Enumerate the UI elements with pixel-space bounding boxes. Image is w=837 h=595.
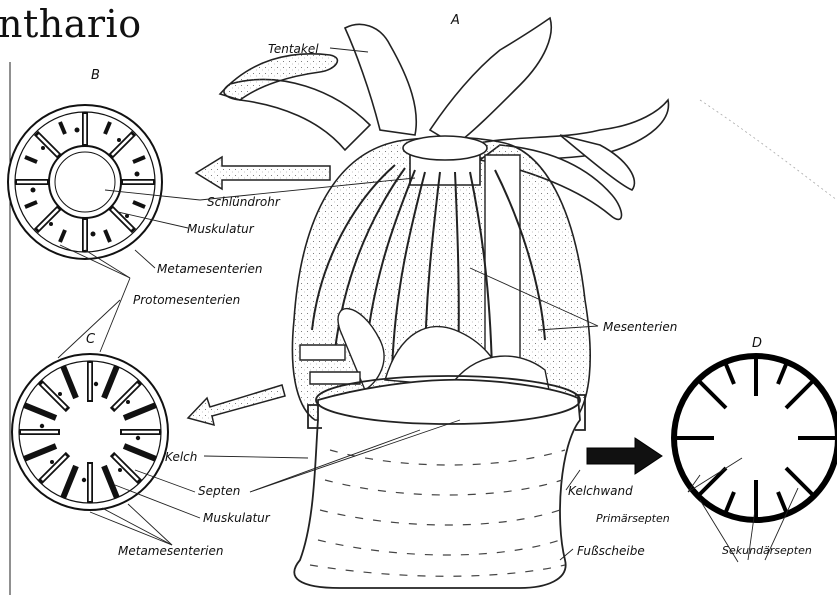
arrow-to-b bbox=[196, 157, 330, 189]
label-muskulatur-b: Muskulatur bbox=[187, 222, 254, 236]
label-muskulatur-c: Muskulatur bbox=[203, 511, 270, 525]
arrow-to-d bbox=[587, 438, 662, 474]
label-protomesenterien: Protomesenterien bbox=[133, 293, 240, 307]
label-septen: Septen bbox=[198, 484, 240, 498]
kelch-cup bbox=[294, 376, 585, 588]
faint-line bbox=[700, 100, 837, 200]
label-mesenterien: Mesenterien bbox=[603, 320, 677, 334]
label-schlundrohr: Schlündrohr bbox=[207, 195, 280, 209]
cross-section-c bbox=[12, 354, 168, 510]
label-metamesenterien-c: Metamesenterien bbox=[118, 544, 223, 558]
panel-letter-d: D bbox=[752, 336, 762, 351]
label-sekundaersepten: Sekundärsepten bbox=[722, 544, 812, 558]
cross-section-b bbox=[8, 105, 162, 259]
panel-letter-b: B bbox=[91, 68, 100, 83]
page-title: nthario bbox=[0, 2, 142, 46]
label-tentakel: Tentakel bbox=[268, 42, 319, 56]
label-primaersepten: Primärsepten bbox=[596, 512, 670, 526]
arrow-to-c bbox=[188, 385, 285, 425]
label-kelch: Kelch bbox=[165, 450, 197, 464]
panel-letter-c: C bbox=[86, 332, 95, 347]
label-metamesenterien-b: Metamesenterien bbox=[157, 262, 262, 276]
cross-section-d bbox=[674, 356, 837, 520]
label-kelchwand: Kelchwand bbox=[568, 484, 633, 498]
panel-letter-a: A bbox=[451, 13, 460, 28]
label-fussscheibe: Fußscheibe bbox=[577, 544, 645, 558]
